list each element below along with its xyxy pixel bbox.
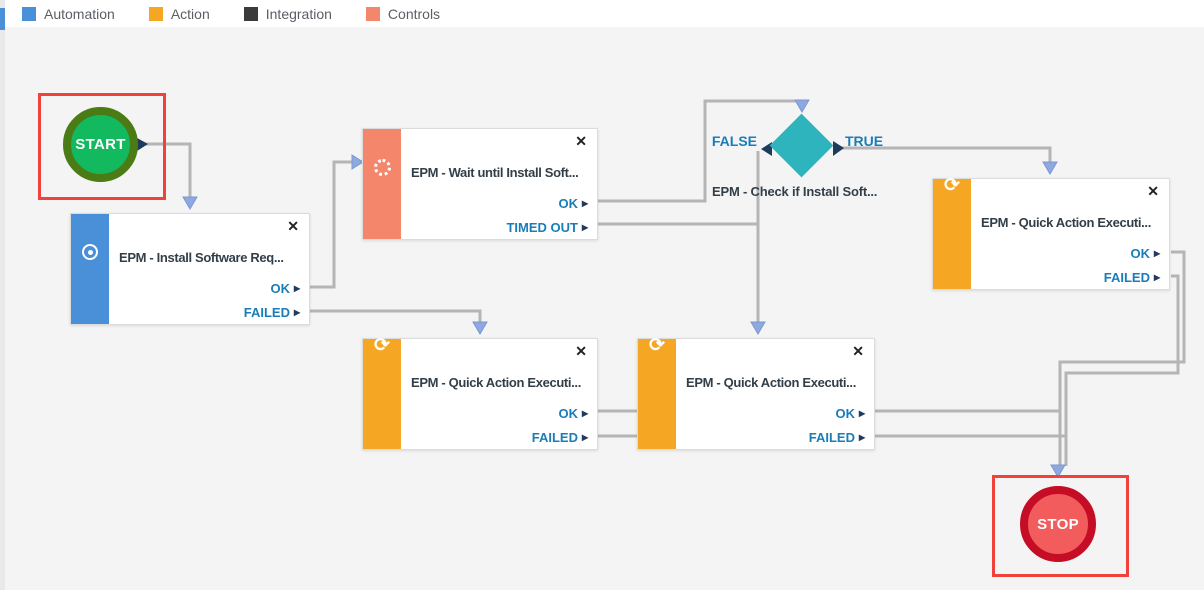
close-icon[interactable]: ✕ bbox=[287, 218, 299, 234]
arrowhead-into-decision bbox=[794, 99, 810, 113]
connector-install-failed-qa[interactable] bbox=[310, 309, 482, 329]
legend-bar: Automation Action Integration Controls bbox=[0, 0, 1204, 27]
chevron-right-icon: ▸ bbox=[293, 305, 300, 319]
chevron-right-icon: ▸ bbox=[1153, 270, 1160, 284]
node-category-bar: ⟳ bbox=[638, 335, 676, 449]
output-port-timedout[interactable]: TIMED OUT ▸ bbox=[506, 219, 588, 235]
node-quick-action-bottom-left[interactable]: ⟳ ✕ EPM - Quick Action Executi... OK ▸ F… bbox=[362, 335, 598, 450]
automation-swatch-icon bbox=[22, 6, 36, 21]
left-scrollbar-thumb[interactable] bbox=[0, 8, 5, 30]
chevron-right-icon: ▸ bbox=[581, 220, 588, 234]
node-quick-action-top-right[interactable]: ⟳ ✕ EPM - Quick Action Executi... OK ▸ F… bbox=[932, 175, 1170, 290]
node-title: EPM - Quick Action Executi... bbox=[411, 375, 581, 390]
node-quick-action-bottom-right[interactable]: ⟳ ✕ EPM - Quick Action Executi... OK ▸ F… bbox=[637, 335, 875, 450]
connector-qatop-ok-stop[interactable] bbox=[1058, 250, 1186, 466]
connector-start-install[interactable] bbox=[144, 142, 192, 206]
decision-true-label[interactable]: TRUE bbox=[845, 133, 884, 149]
node-title: EPM - Quick Action Executi... bbox=[686, 375, 856, 390]
connector-qatop-failed-stop[interactable] bbox=[1064, 274, 1180, 466]
connector-install-ok-wait[interactable] bbox=[310, 160, 352, 289]
node-category-bar bbox=[71, 214, 109, 324]
stop-selection-outline bbox=[992, 475, 1129, 577]
node-category-bar: ⟳ bbox=[363, 335, 401, 449]
action-swatch-icon bbox=[148, 6, 163, 21]
chevron-right-icon: ▸ bbox=[293, 281, 300, 295]
chevron-right-icon: ▸ bbox=[581, 196, 588, 210]
output-port-ok[interactable]: OK ▸ bbox=[270, 280, 300, 296]
node-category-bar: ⟳ bbox=[933, 175, 971, 289]
decision-false-label[interactable]: FALSE bbox=[711, 133, 757, 149]
legend-item-action: Action bbox=[148, 5, 210, 22]
node-title: EPM - Wait until Install Soft... bbox=[411, 165, 579, 180]
legend-item-integration: Integration bbox=[243, 5, 332, 22]
start-node[interactable]: START bbox=[63, 107, 138, 182]
legend-label: Action bbox=[170, 5, 210, 22]
history-icon: ⟳ bbox=[374, 335, 390, 356]
legend-label: Integration bbox=[265, 5, 332, 22]
legend-item-automation: Automation bbox=[22, 6, 115, 22]
connector-true-qa[interactable] bbox=[842, 146, 1052, 168]
chevron-right-icon: ▸ bbox=[581, 406, 588, 420]
node-title: EPM - Install Software Req... bbox=[119, 250, 284, 265]
spinner-icon bbox=[373, 159, 391, 176]
close-icon[interactable]: ✕ bbox=[575, 133, 587, 149]
decision-true-exit-icon bbox=[833, 141, 844, 156]
output-port-failed[interactable]: FAILED ▸ bbox=[243, 304, 300, 320]
target-icon bbox=[82, 244, 98, 260]
output-port-ok[interactable]: OK ▸ bbox=[835, 405, 865, 421]
close-icon[interactable]: ✕ bbox=[852, 343, 864, 359]
stop-label: STOP bbox=[1037, 515, 1079, 533]
arrowhead-into-stop bbox=[1050, 464, 1066, 478]
close-icon[interactable]: ✕ bbox=[575, 343, 587, 359]
history-icon: ⟳ bbox=[649, 335, 665, 356]
arrowhead-into-install bbox=[182, 196, 198, 210]
node-wait-until-install[interactable]: ✕ EPM - Wait until Install Soft... OK ▸ … bbox=[362, 128, 598, 240]
history-icon: ⟳ bbox=[944, 175, 960, 196]
start-selection-outline bbox=[38, 93, 166, 200]
output-port-failed[interactable]: FAILED ▸ bbox=[808, 429, 865, 445]
controls-swatch-icon bbox=[365, 6, 380, 21]
node-install-software[interactable]: ✕ EPM - Install Software Req... OK ▸ FAI… bbox=[70, 213, 310, 325]
decision-false-exit-icon bbox=[761, 142, 772, 156]
legend-item-controls: Controls bbox=[365, 5, 441, 22]
arrowhead-into-wait bbox=[351, 154, 364, 170]
output-port-failed[interactable]: FAILED ▸ bbox=[1103, 269, 1160, 285]
arrowhead-into-qatop bbox=[1042, 161, 1058, 175]
start-label: START bbox=[75, 136, 126, 153]
decision-title: EPM - Check if Install Soft... bbox=[712, 184, 878, 199]
start-exit-arrow-icon bbox=[137, 138, 148, 151]
close-icon[interactable]: ✕ bbox=[1147, 183, 1159, 199]
chevron-right-icon: ▸ bbox=[581, 430, 588, 444]
chevron-right-icon: ▸ bbox=[1153, 246, 1160, 260]
output-port-ok[interactable]: OK ▸ bbox=[558, 195, 588, 211]
output-port-failed[interactable]: FAILED ▸ bbox=[531, 429, 588, 445]
output-port-ok[interactable]: OK ▸ bbox=[558, 405, 588, 421]
arrowhead-into-qaright bbox=[750, 321, 766, 335]
integration-swatch-icon bbox=[243, 6, 258, 21]
chevron-right-icon: ▸ bbox=[858, 430, 865, 444]
arrowhead-into-qaleft bbox=[472, 321, 488, 335]
node-category-bar bbox=[363, 129, 401, 239]
chevron-right-icon: ▸ bbox=[858, 406, 865, 420]
stop-node[interactable]: STOP bbox=[1020, 486, 1096, 562]
left-scrollbar bbox=[0, 0, 5, 590]
legend-label: Automation bbox=[44, 5, 115, 22]
node-title: EPM - Quick Action Executi... bbox=[981, 215, 1151, 230]
output-port-ok[interactable]: OK ▸ bbox=[1130, 245, 1160, 261]
legend-label: Controls bbox=[387, 5, 441, 22]
